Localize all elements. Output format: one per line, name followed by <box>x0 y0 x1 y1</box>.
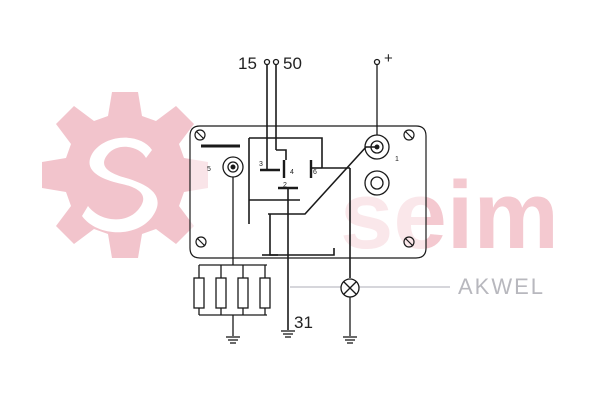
glow-plug-bank <box>193 177 271 336</box>
ground-icon <box>281 330 295 338</box>
terminal-31-label: 31 <box>294 313 313 332</box>
feed-wires <box>263 58 381 135</box>
lamp-icon <box>340 278 360 336</box>
pin-4-label: 4 <box>290 169 294 176</box>
resistor-icon <box>215 277 227 309</box>
relay-contacts <box>248 64 377 330</box>
pin-6-label: 6 <box>313 169 317 176</box>
terminal-stud <box>364 170 390 196</box>
terminal-plus-label: + <box>384 50 393 67</box>
screw-icon <box>403 129 415 141</box>
pin-5-label: 5 <box>207 166 211 173</box>
resistor-icon <box>193 277 205 309</box>
screw-icon <box>194 129 206 141</box>
gear-icon <box>42 92 208 258</box>
sub-brand-text: AKWEL <box>458 274 545 299</box>
resistor-icon <box>259 277 271 309</box>
terminal-50-label: 50 <box>283 54 302 73</box>
ground-icon <box>226 336 240 344</box>
pin-2-label: 2 <box>283 182 287 189</box>
relay-plate <box>189 125 427 259</box>
ground-icon <box>343 336 357 344</box>
screw-icon <box>195 236 207 248</box>
screw-icon <box>403 236 415 248</box>
resistor-icon <box>237 277 249 309</box>
pin-1-label: 1 <box>395 156 399 163</box>
terminal-15-label: 15 <box>238 54 257 73</box>
pin-3-label: 3 <box>259 161 263 168</box>
